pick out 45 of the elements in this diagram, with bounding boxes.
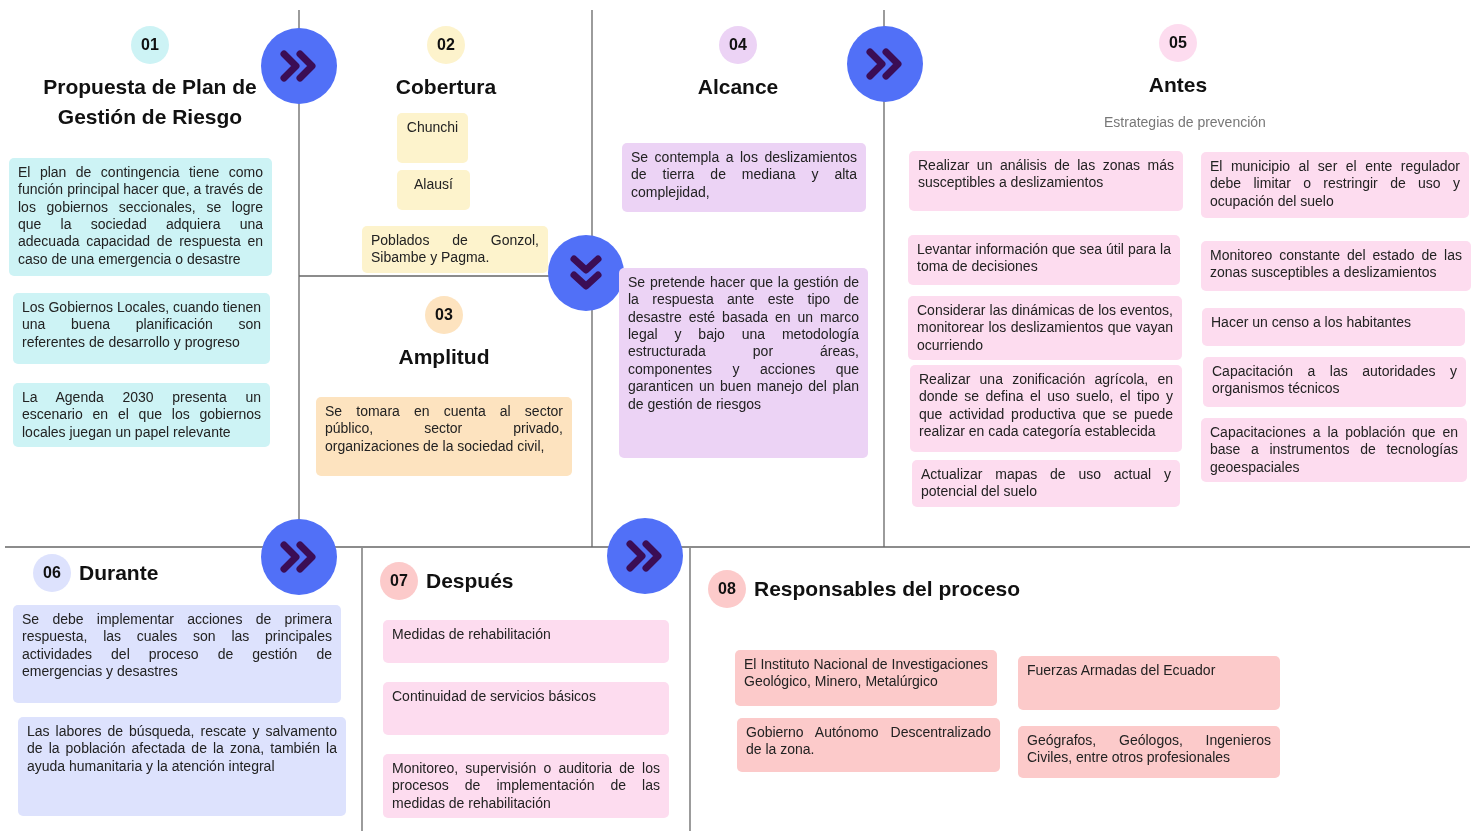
text-card: Alausí bbox=[397, 170, 470, 210]
text-card: Considerar las dinámicas de los eventos, monitorear los deslizamientos que vayan ocurriendo bbox=[908, 296, 1182, 361]
number-badge: 03 bbox=[425, 296, 463, 334]
section-heading: Cobertura bbox=[395, 74, 497, 100]
text-card: Se tomara en cuenta al sector público, sector privado, organizaciones de la sociedad civil, bbox=[316, 397, 572, 476]
section-heading: Alcance bbox=[697, 74, 779, 100]
text-card: Los Gobiernos Locales, cuando tienen una buena planificación son referentes de desarrollo y progreso bbox=[13, 293, 270, 364]
text-card: Se pretende hacer que la gestión de la respuesta ante este tipo de desastre esté basada en un marco legal y bajo una metodología estructurada por áreas, componentes y acciones que garanticen un buen manejo del plan de gestión de riesgos bbox=[619, 268, 868, 458]
text-card: Capacitación a las autoridades y organismos técnicos bbox=[1203, 357, 1466, 407]
section-heading: Durante bbox=[79, 559, 159, 586]
text-card: Actualizar mapas de uso actual y potencial del suelo bbox=[912, 460, 1180, 507]
text-card: Geógrafos, Geólogos, Ingenieros Civiles, entre otros profesionales bbox=[1018, 726, 1280, 778]
text-card: Medidas de rehabilitación bbox=[383, 620, 669, 663]
text-card: Chunchi bbox=[397, 113, 468, 163]
number-badge: 02 bbox=[427, 26, 465, 64]
section-heading: Amplitud bbox=[398, 344, 490, 370]
text-card: Gobierno Autónomo Descentralizado de la zona. bbox=[737, 718, 1000, 772]
number-badge: 05 bbox=[1159, 24, 1197, 62]
section-heading: Propuesta de Plan de Gestión de Riesgo bbox=[42, 74, 258, 131]
text-card: El municipio al ser el ente regulador debe limitar o restringir de uso y ocupación del suelo bbox=[1201, 152, 1469, 218]
text-card: Las labores de búsqueda, rescate y salvamento de la población afectada de la zona, también la ayuda humanitaria y la atención integral bbox=[18, 717, 346, 816]
text-card: Realizar un análisis de las zonas más susceptibles a deslizamientos bbox=[909, 151, 1183, 211]
text-card: El plan de contingencia tiene como función principal hacer que, a través de los gobiernos seccionales, se logre que la sociedad adquiera una adecuada capacidad de respuesta en caso de una emergencia o desastre bbox=[9, 158, 272, 276]
text-card: La Agenda 2030 presenta un escenario en el que los gobiernos locales juegan un papel relevante bbox=[13, 383, 270, 448]
text-card: Continuidad de servicios básicos bbox=[383, 682, 669, 735]
text-card: Levantar información que sea útil para la toma de decisiones bbox=[908, 235, 1180, 285]
section-subtitle: Estrategias de prevención bbox=[1104, 114, 1266, 130]
number-badge: 08 bbox=[708, 570, 746, 608]
text-card: Fuerzas Armadas del Ecuador bbox=[1018, 656, 1280, 710]
section-heading: Responsables del proceso bbox=[754, 575, 1021, 602]
text-card: Monitoreo constante del estado de las zonas susceptibles a deslizamientos bbox=[1201, 241, 1471, 291]
text-card: El Instituto Nacional de Investigaciones Geológico, Minero, Metalúrgico bbox=[735, 650, 997, 706]
number-badge: 04 bbox=[719, 26, 757, 64]
text-card: Capacitaciones a la población que en base a instrumentos de tecnologías geoespaciales bbox=[1201, 418, 1467, 483]
section-heading: Antes bbox=[1148, 72, 1208, 98]
section-heading: Después bbox=[426, 567, 514, 594]
text-card: Se contempla a los deslizamientos de tierra de mediana y alta complejidad, bbox=[622, 143, 866, 212]
text-card: Monitoreo, supervisión o auditoria de los procesos de implementación de las medidas de rehabilitación bbox=[383, 754, 669, 819]
text-card: Hacer un censo a los habitantes bbox=[1202, 308, 1465, 346]
text-card: Se debe implementar acciones de primera respuesta, las cuales son las principales actividades del proceso de gestión de emergencias y desastres bbox=[13, 605, 341, 703]
text-card: Realizar una zonificación agrícola, en donde se defina el uso suelo, el tipo y que actividad productiva que se puede realizar en cada categoría establecida bbox=[910, 365, 1182, 452]
text-card: Poblados de Gonzol, Sibambe y Pagma. bbox=[362, 226, 548, 273]
number-badge: 07 bbox=[380, 562, 418, 600]
number-badge: 06 bbox=[33, 554, 71, 592]
number-badge: 01 bbox=[131, 26, 169, 64]
